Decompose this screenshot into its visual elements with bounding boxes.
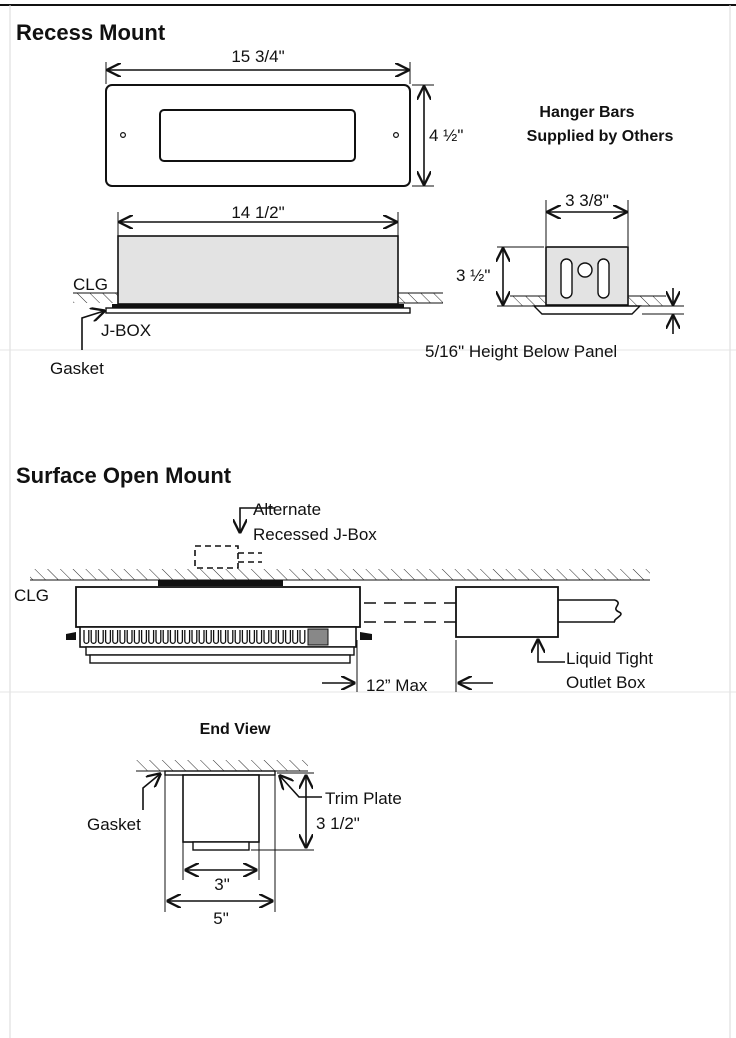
alternate-label-line2: Recessed J-Box: [253, 525, 377, 544]
max-distance-label: 12” Max: [366, 676, 428, 695]
recess-top-view: [105, 62, 434, 187]
surface-clg-label: CLG: [14, 586, 49, 605]
hanger-title-line2: Supplied by Others: [527, 128, 674, 145]
end-view-title: End View: [200, 721, 271, 738]
surface-fins: [83, 630, 306, 645]
end-view: [136, 760, 322, 912]
recess-clg-label: CLG: [73, 275, 108, 294]
dim-hanger-height: 3 ½": [456, 266, 490, 285]
hanger-bars-view: [497, 200, 684, 334]
liquid-tight-line1: Liquid Tight: [566, 649, 653, 668]
surface-mount-view: [30, 507, 650, 692]
alternate-label-line1: Alternate: [253, 500, 321, 519]
page-frame: [0, 4, 736, 1038]
recess-jbox-label: J-BOX: [101, 321, 151, 340]
recess-gasket-label: Gasket: [50, 359, 104, 378]
recess-side-view: [73, 212, 443, 350]
hanger-title-line1: Hanger Bars: [539, 104, 634, 121]
dim-width-body: 14 1/2": [231, 203, 284, 222]
below-panel-label: 5/16" Height Below Panel: [425, 342, 617, 361]
dim-hanger-width: 3 3/8": [565, 191, 609, 210]
end-height-label: 3 1/2": [316, 814, 360, 833]
liquid-tight-line2: Outlet Box: [566, 673, 646, 692]
dim-width-top: 15 3/4": [231, 47, 284, 66]
surface-mount-title: Surface Open Mount: [16, 463, 232, 488]
trim-plate-label: Trim Plate: [325, 789, 402, 808]
dim-height-top: 4 ½": [429, 126, 463, 145]
end-inner-width-label: 3": [214, 875, 230, 894]
end-gasket-label: Gasket: [87, 815, 141, 834]
recess-mount-title: Recess Mount: [16, 20, 166, 45]
end-outer-width-label: 5": [213, 909, 229, 928]
